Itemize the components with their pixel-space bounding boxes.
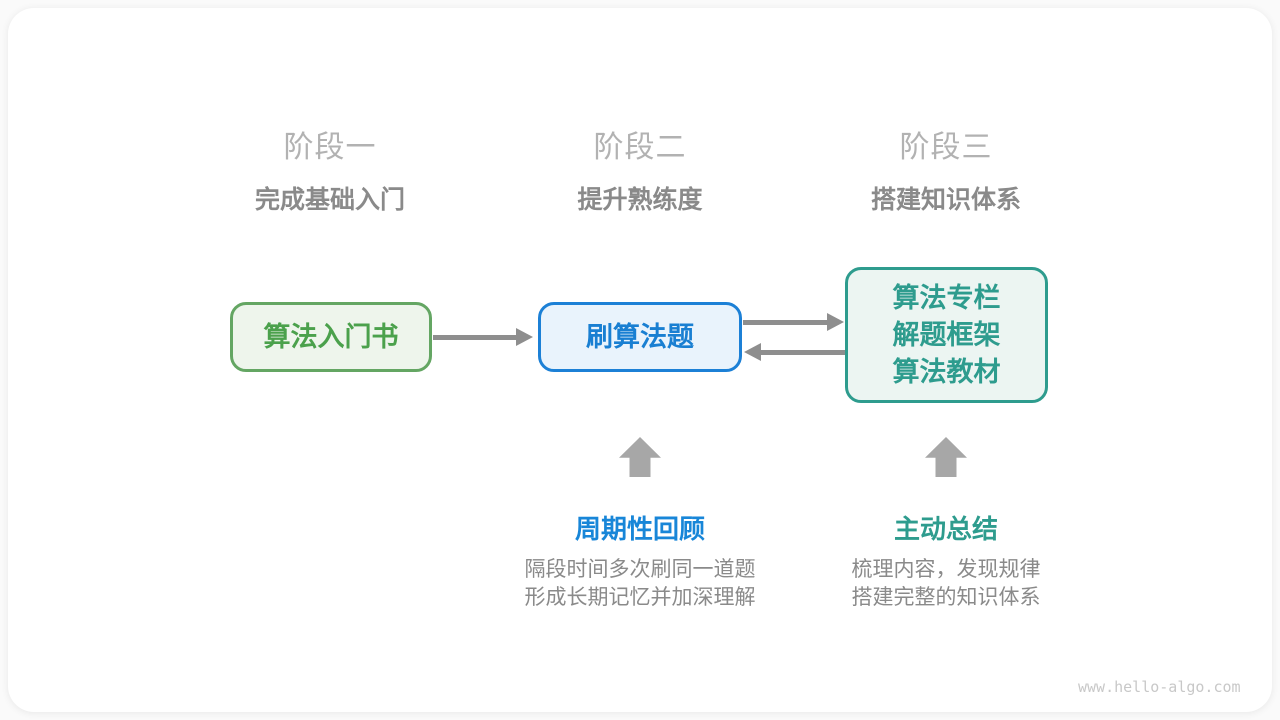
arrow-shaft — [433, 334, 518, 340]
node-label: 算法教材 — [892, 356, 1001, 387]
stage-2-title: 阶段二 — [593, 131, 687, 164]
node-practice-problems: 刷算法题 — [538, 302, 742, 372]
node-label: 解题框架 — [892, 319, 1001, 350]
watermark-url: www.hello-algo.com — [1078, 678, 1241, 696]
stage-header-1: 阶段一 完成基础入门 — [170, 122, 490, 216]
arrow-practice-to-resources-icon — [743, 313, 844, 331]
desc-line: 隔段时间多次刷同一道题 — [524, 558, 756, 581]
node-label: 刷算法题 — [586, 321, 694, 352]
arrow-head — [827, 313, 844, 331]
node-algorithm-intro-book: 算法入门书 — [230, 302, 432, 372]
stage-header-3: 阶段三 搭建知识体系 — [786, 122, 1106, 216]
arrow-resources-to-practice-icon — [744, 343, 845, 361]
arrow-shaft — [743, 319, 829, 325]
arrow-shaft — [759, 349, 845, 355]
annotation-periodic-review-desc: 隔段时间多次刷同一道题 形成长期记忆并加深理解 — [460, 556, 820, 612]
arrow-head — [516, 328, 533, 346]
stage-3-title: 阶段三 — [899, 131, 993, 164]
stage-3-subtitle: 搭建知识体系 — [870, 186, 1021, 214]
node-knowledge-resources: 算法专栏 解题框架 算法教材 — [845, 267, 1048, 403]
node-label: 算法专栏 — [892, 282, 1001, 313]
node-label: 算法入门书 — [263, 321, 399, 352]
arrow-intro-to-practice-icon — [433, 328, 533, 346]
stage-1-subtitle: 完成基础入门 — [254, 186, 405, 214]
annotation-active-summary-desc: 梳理内容，发现规律 搭建完整的知识体系 — [766, 556, 1126, 612]
annotation-periodic-review-label: 周期性回顾 — [574, 514, 705, 544]
desc-line: 梳理内容，发现规律 — [851, 558, 1041, 581]
stage-header-2: 阶段二 提升熟练度 — [480, 122, 800, 216]
desc-line: 搭建完整的知识体系 — [851, 586, 1041, 609]
stage-2-subtitle: 提升熟练度 — [577, 186, 703, 214]
desc-line: 形成长期记忆并加深理解 — [524, 586, 756, 609]
stage-1-title: 阶段一 — [283, 131, 377, 164]
arrow-head — [744, 343, 761, 361]
annotation-active-summary-label: 主动总结 — [893, 514, 998, 544]
